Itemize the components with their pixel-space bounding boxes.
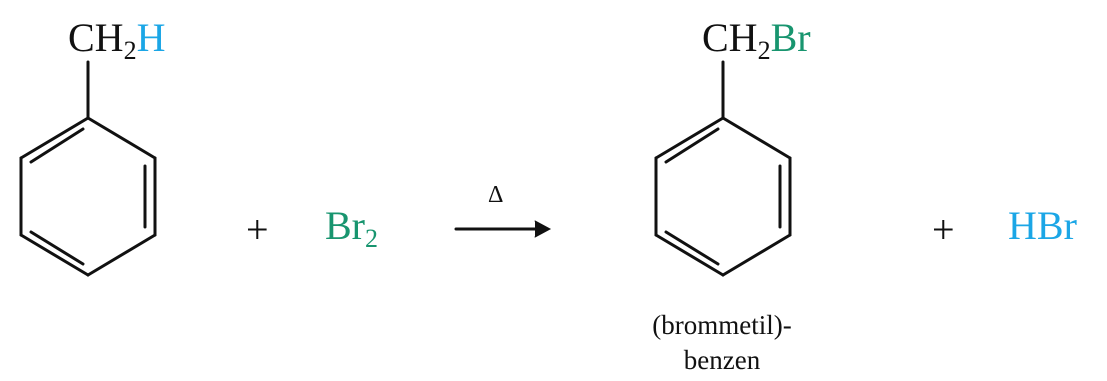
toluene-methyl-label: CH2H: [68, 15, 166, 64]
toluene-benzene-ring: [19, 116, 157, 277]
toluene-sub-2: 2: [123, 36, 137, 65]
product-name-line-2: benzen: [683, 344, 761, 375]
product-name-caption: (brommetil)- benzen: [622, 308, 822, 377]
plus-sign-left: +: [246, 207, 269, 252]
heat-condition-label: Δ: [488, 182, 504, 208]
toluene-h-highlight: H: [136, 15, 166, 60]
product-bromomethyl-label: CH2Br: [702, 15, 811, 64]
product-br-highlight: Br: [770, 15, 811, 60]
hydrogen-bromide-product: HBr: [1008, 203, 1077, 248]
plus-sign-right: +: [932, 207, 955, 252]
reaction-arrow: [454, 220, 552, 238]
bromine-symbol: Br: [325, 203, 365, 248]
product-ch-text: CH: [702, 15, 758, 60]
bromine-sub-2: 2: [365, 224, 378, 253]
bromine-reagent: Br2: [325, 203, 378, 252]
toluene-ch-text: CH: [68, 15, 124, 60]
product-benzene-ring: [654, 116, 792, 277]
product-sub-2: 2: [757, 36, 771, 65]
product-name-line-1: (brommetil)-: [652, 310, 792, 340]
